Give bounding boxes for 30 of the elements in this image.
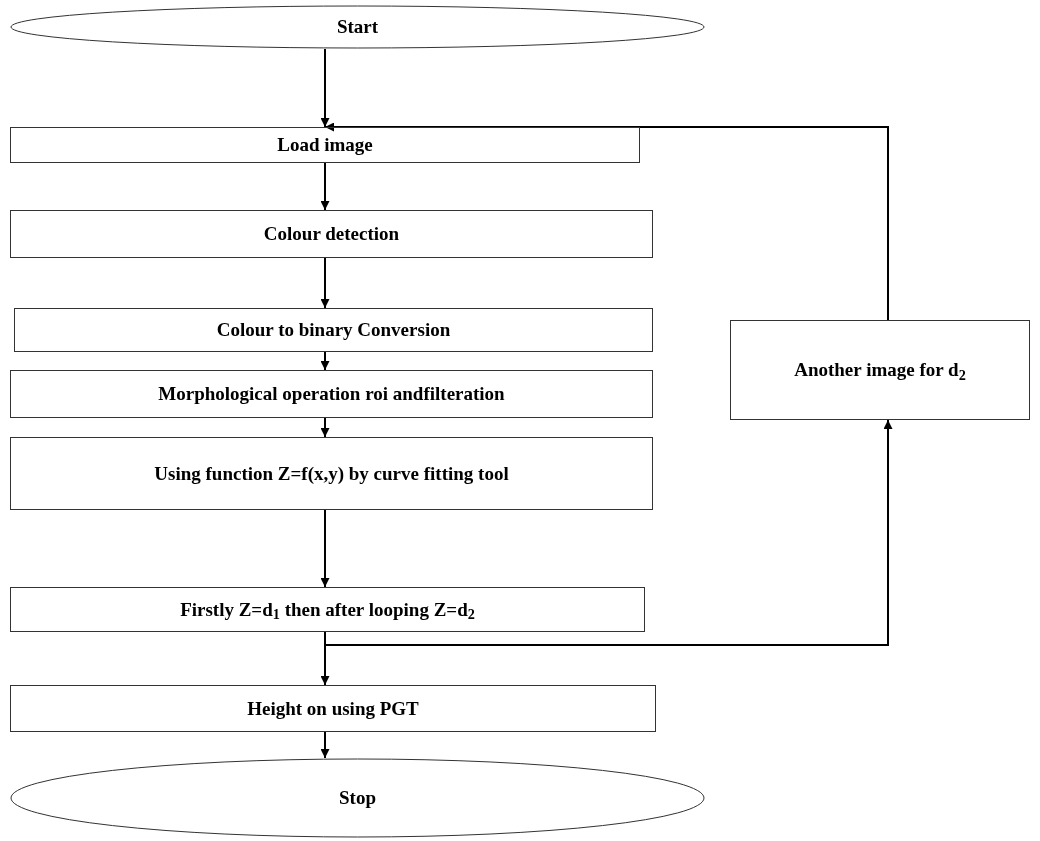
node-label: Colour detection	[263, 222, 400, 246]
node-label: Using function Z=f(x,y) by curve fitting tool	[154, 461, 509, 486]
process-box	[14, 308, 653, 352]
terminal-ellipse	[10, 758, 705, 838]
process-box	[10, 685, 656, 732]
arrow	[320, 631, 330, 686]
node-label: Another image for d$_{2}$	[794, 358, 966, 382]
process-box	[10, 370, 653, 418]
node-label: Morphological operation roi andfilteration	[158, 382, 505, 406]
arrow	[320, 162, 330, 211]
process-box	[10, 437, 653, 510]
node-label: Load image	[277, 133, 373, 157]
terminal-ellipse	[10, 5, 705, 49]
arrow	[320, 48, 330, 128]
arrow	[320, 731, 330, 759]
arrow	[320, 257, 330, 309]
node-label: Height on using PGT	[247, 696, 419, 721]
arrow	[324, 419, 893, 646]
arrow	[320, 509, 330, 588]
arrow	[320, 417, 330, 438]
arrow	[320, 351, 330, 371]
node-label: Stop	[339, 786, 376, 810]
node-label: Firstly Z=d$_{1}$ then after looping Z=d$_{2}$	[180, 597, 475, 622]
node-label: Colour to binary Conversion	[216, 318, 451, 342]
process-box	[10, 210, 653, 258]
process-box	[10, 127, 640, 163]
process-box	[730, 320, 1030, 420]
node-label: Start	[336, 15, 379, 39]
arrow	[324, 122, 889, 321]
process-box	[10, 587, 645, 632]
